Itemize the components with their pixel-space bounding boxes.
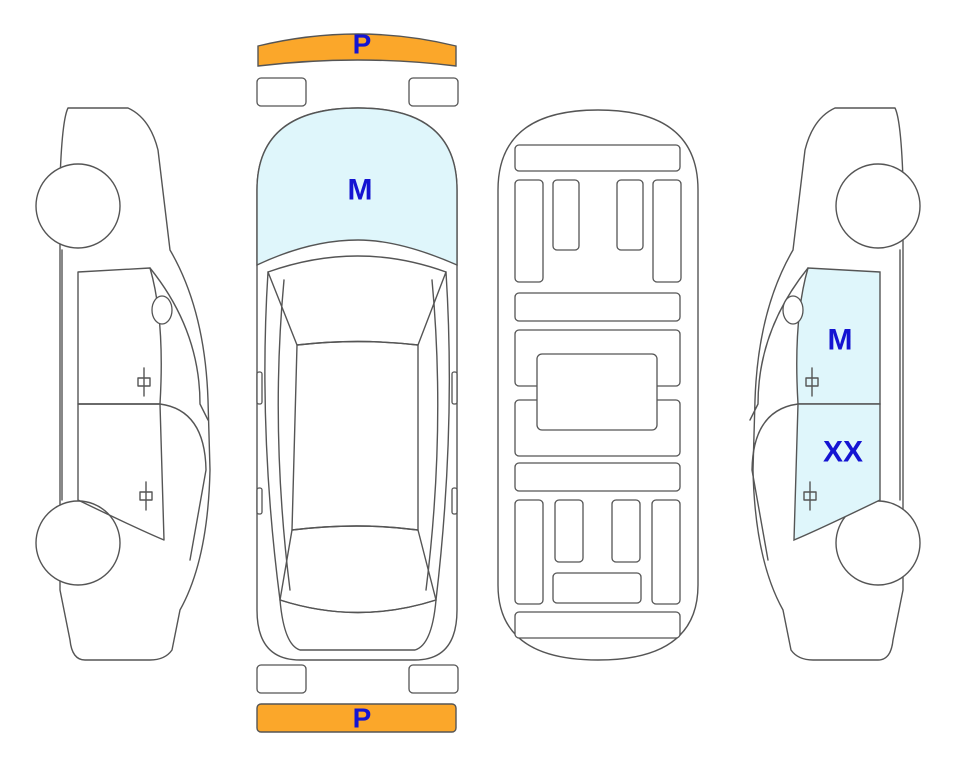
left-rear-door[interactable]	[77, 403, 165, 541]
left-rear-handle[interactable]	[256, 487, 263, 515]
left-front-wheel[interactable]	[35, 163, 121, 249]
right-rear-door-code: XX	[823, 436, 863, 469]
underbody-spare-well[interactable]	[552, 572, 642, 604]
left-rear-wheel[interactable]	[35, 500, 121, 586]
underbody-center-tunnel[interactable]	[536, 353, 658, 431]
underbody-left-rear-rail[interactable]	[514, 499, 544, 605]
underbody-front-floor[interactable]	[514, 292, 681, 322]
left-rear-window-line	[159, 403, 207, 561]
right-front-wheel[interactable]	[835, 163, 921, 249]
front-bumper-group[interactable]: P	[257, 29, 457, 67]
front-bumper-code: P	[353, 29, 372, 60]
left-side-line	[264, 271, 281, 601]
right-rear-handle[interactable]	[451, 487, 458, 515]
right-mirror[interactable]	[451, 371, 458, 405]
underbody-right-front-inner[interactable]	[616, 179, 644, 251]
right-mirror-side[interactable]	[782, 295, 804, 325]
hood-code: M	[348, 174, 373, 207]
rear-bumper-code: P	[353, 703, 372, 734]
left-mirror[interactable]	[256, 371, 263, 405]
right-rear-door[interactable]	[793, 403, 881, 542]
underbody-view	[497, 109, 699, 661]
top-view: M	[256, 107, 458, 661]
right-side-line	[435, 271, 451, 601]
underbody-right-front-rail[interactable]	[652, 179, 682, 283]
underbody-left-front-inner[interactable]	[552, 179, 580, 251]
rear-bumper-group[interactable]: P	[256, 703, 457, 734]
right-window-line	[749, 267, 809, 421]
hood-panel[interactable]	[256, 107, 458, 267]
left-pillar-line	[277, 279, 291, 591]
right-pillar-line	[425, 279, 439, 591]
underbody-rear-floor[interactable]	[514, 462, 681, 492]
left-rear-handle-side[interactable]	[139, 481, 153, 511]
left-side-view	[35, 107, 211, 661]
underbody-left-rear-inner[interactable]	[554, 499, 584, 563]
trunk-lid[interactable]	[279, 599, 437, 651]
rear-bumper[interactable]	[256, 703, 457, 733]
left-front-handle-side[interactable]	[137, 367, 151, 397]
left-window-line	[149, 267, 209, 421]
rear-right-taillight[interactable]	[408, 664, 459, 694]
underbody-left-front-rail[interactable]	[514, 179, 544, 283]
right-front-handle-side[interactable]	[805, 367, 819, 397]
right-front-door-code: M	[828, 324, 853, 357]
underbody-right-rear-rail[interactable]	[651, 499, 681, 605]
underbody-right-rear-inner[interactable]	[611, 499, 641, 563]
right-side-view: M XX	[749, 107, 921, 661]
right-rear-window-line	[751, 403, 799, 561]
front-bumper[interactable]	[257, 33, 457, 67]
left-mirror-side[interactable]	[151, 295, 173, 325]
underbody-rear-crossmember[interactable]	[514, 611, 681, 639]
rear-left-taillight[interactable]	[256, 664, 307, 694]
front-right-headlight[interactable]	[408, 77, 459, 107]
underbody-front-crossmember[interactable]	[514, 144, 681, 172]
right-rear-handle-side[interactable]	[803, 481, 817, 511]
front-left-headlight[interactable]	[256, 77, 307, 107]
